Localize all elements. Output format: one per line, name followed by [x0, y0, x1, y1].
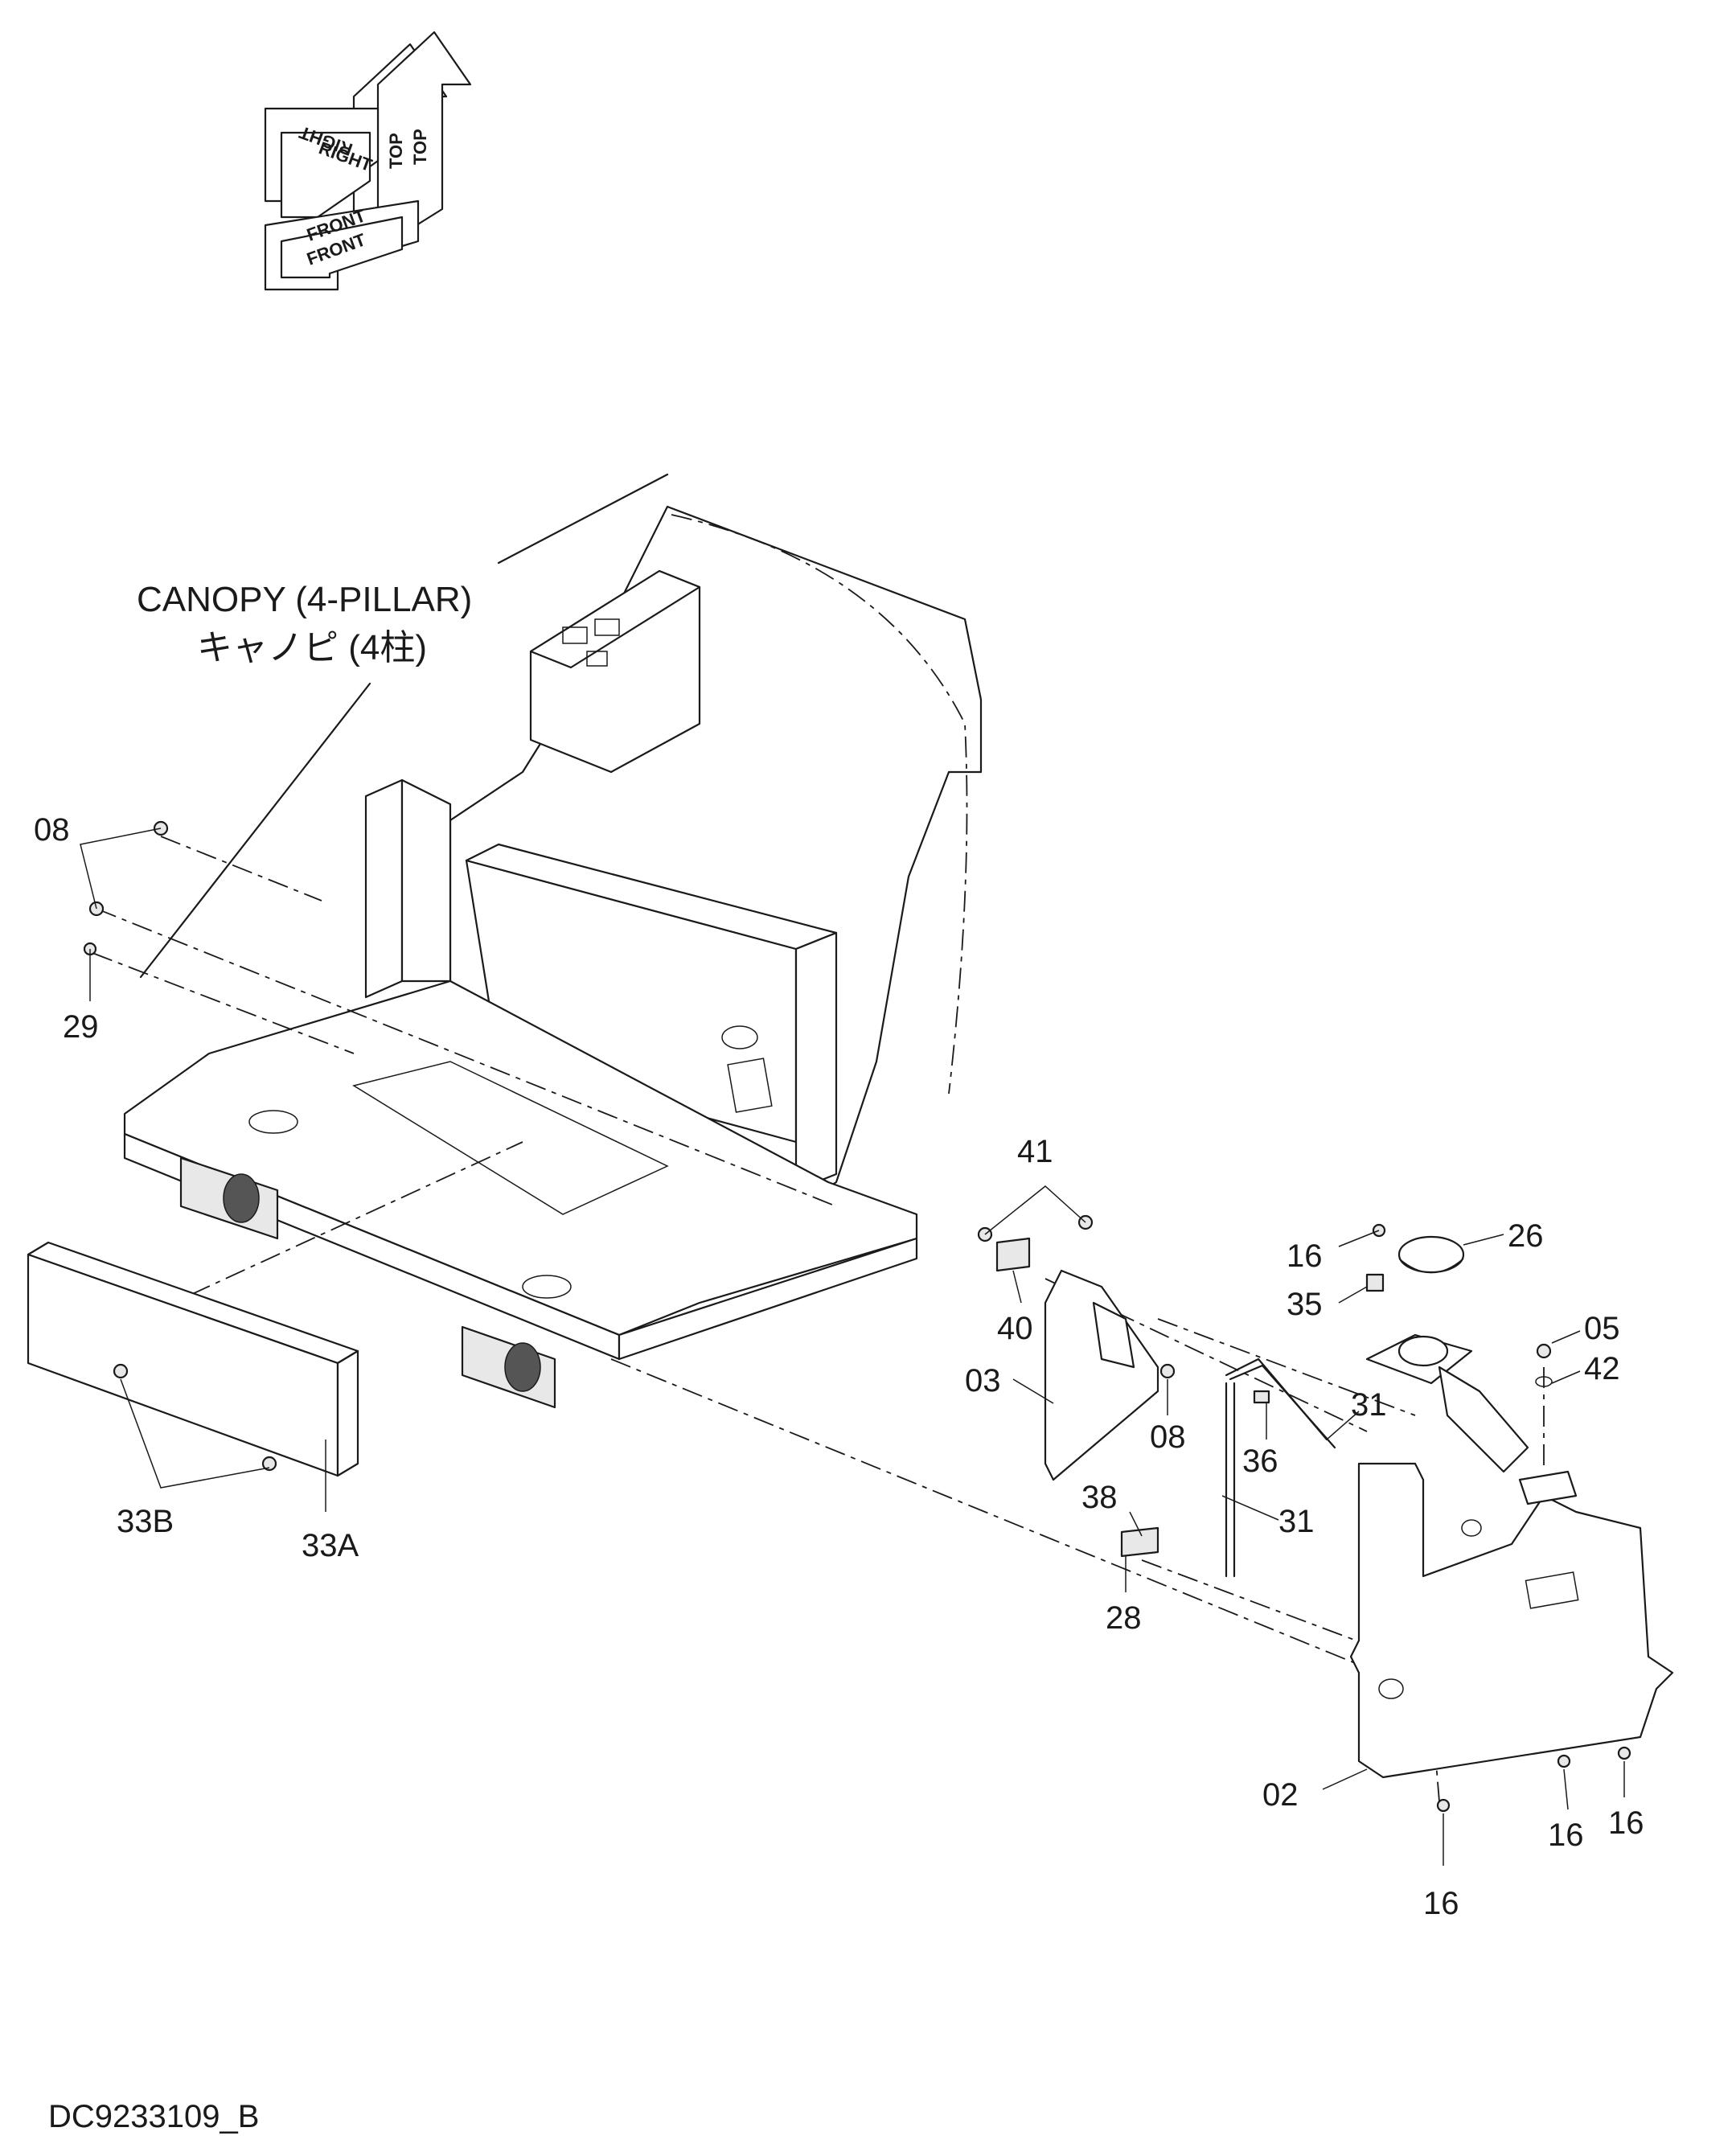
part-02-tank: [1349, 1462, 1674, 1779]
callout-41: 41: [1017, 1134, 1053, 1169]
canopy-label: CANOPY (4-PILLAR) キャノピ (4柱): [137, 473, 669, 979]
mount-left: [179, 1156, 279, 1240]
leader-lines: [80, 828, 1625, 1866]
part-35: [1365, 1273, 1385, 1292]
callout-16-mid: 16: [1548, 1817, 1584, 1853]
callout-38: 38: [1081, 1480, 1118, 1515]
callouts: 08 29 41 40 03 08 36 31 31 38 28 16 26 3…: [34, 812, 1644, 1921]
callout-29: 29: [63, 1009, 99, 1045]
canopy-edge-line: [497, 473, 669, 565]
callout-26: 26: [1508, 1218, 1544, 1254]
callout-42: 42: [1584, 1351, 1620, 1386]
callout-33a: 33A: [302, 1528, 359, 1563]
cab-frame: [123, 505, 983, 1409]
part-40-clip: [995, 1237, 1031, 1272]
drawing-id: DC9233109_B: [48, 2099, 259, 2134]
callout-05: 05: [1584, 1311, 1620, 1346]
callout-28: 28: [1106, 1600, 1142, 1636]
callout-40: 40: [997, 1311, 1033, 1346]
callout-31-upper: 31: [1351, 1387, 1387, 1423]
canopy-label-jp: キャノピ (4柱): [197, 628, 427, 667]
orientation-indicator: TOP TOP RIGHT RIGHT FRONT FRONT: [264, 31, 472, 291]
callout-16-bottom: 16: [1423, 1886, 1459, 1921]
callout-16-right: 16: [1608, 1805, 1644, 1841]
part-26-cap: [1397, 1235, 1465, 1274]
mount-right: [461, 1325, 556, 1409]
part-36: [1253, 1390, 1270, 1404]
callout-36: 36: [1242, 1444, 1278, 1479]
callout-16-top: 16: [1287, 1238, 1323, 1274]
callout-31-lower: 31: [1278, 1504, 1315, 1539]
part-33a-rail: [27, 1241, 359, 1477]
part-38-clip: [1120, 1526, 1159, 1558]
part-31-rod-upper: [1225, 1357, 1328, 1441]
callout-03: 03: [965, 1363, 1001, 1398]
filler-neck: [1365, 1333, 1529, 1473]
callout-02: 02: [1262, 1777, 1299, 1813]
svg-text:TOP: TOP: [410, 129, 430, 165]
top-label: TOP: [386, 133, 406, 169]
canopy-label-en: CANOPY (4-PILLAR): [137, 580, 472, 619]
callout-08-upper: 08: [34, 812, 70, 848]
callout-08-lower: 08: [1150, 1419, 1186, 1455]
callout-33b: 33B: [117, 1504, 174, 1539]
left-post: [364, 778, 404, 999]
callout-35: 35: [1287, 1287, 1323, 1322]
part-03-bracket: [1044, 1269, 1159, 1481]
